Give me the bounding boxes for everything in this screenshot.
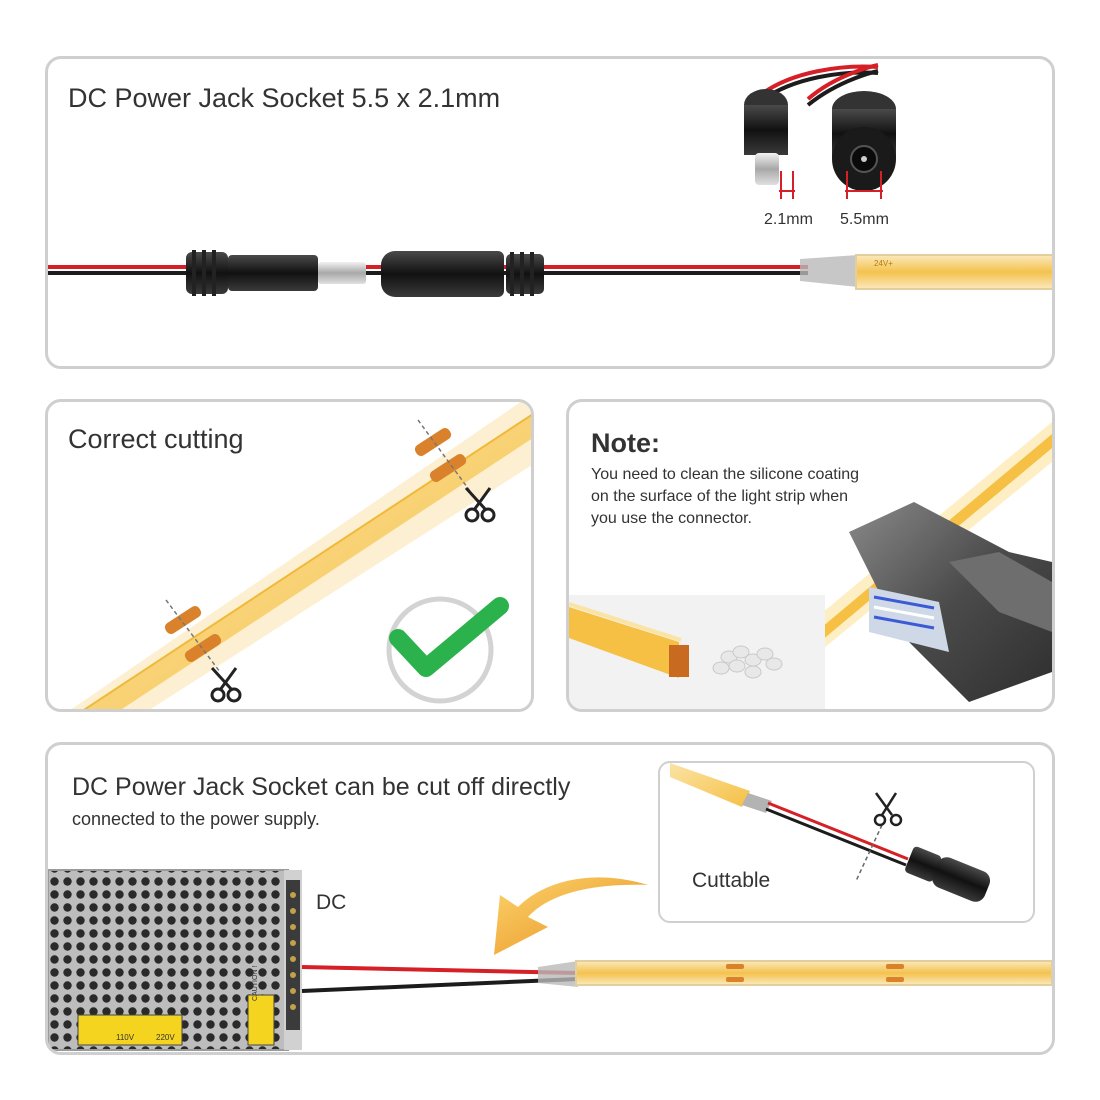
psu-caution-label: CAUTION ! [252, 965, 259, 1001]
cuttable-inset: Cuttable [658, 761, 1035, 923]
power-jack-title: DC Power Jack Socket 5.5 x 2.1mm [68, 83, 501, 113]
red-wire [301, 965, 579, 975]
cob-led-strip [576, 961, 1052, 985]
note-line-2: on the surface of the light strip when [591, 488, 849, 505]
black-wire [301, 977, 579, 993]
note-panel: Note: You need to clean the silicone coa… [566, 399, 1055, 712]
power-jack-illustration: 24V+ [48, 63, 1052, 297]
power-supply-panel: Cuttable DC Power Jack Socket can be cut… [45, 742, 1055, 1055]
outer-diameter-label: 5.5mm [840, 211, 889, 228]
connector-illustration [569, 422, 1052, 709]
correct-cutting-panel: Correct cutting [45, 399, 534, 712]
dc-jack [905, 846, 991, 902]
power-supply-illustration [48, 869, 1052, 1051]
cob-led-strip [856, 255, 1052, 289]
red-wire [767, 801, 909, 861]
cob-led-strip [670, 763, 750, 807]
scissors-icon [210, 666, 242, 703]
inner-diameter-label: 2.1mm [764, 211, 813, 228]
note-line-3: you use the connector. [591, 510, 752, 527]
male-plug [186, 250, 366, 296]
checkmark-icon [386, 596, 509, 704]
cuttable-label: Cuttable [692, 869, 771, 892]
correct-cutting-title: Correct cutting [68, 424, 244, 454]
cuttable-illustration [670, 763, 991, 902]
connector-closeup [744, 63, 896, 199]
power-supply-subtitle: connected to the power supply. [72, 809, 320, 829]
psu-voltage-high: 220V [156, 1033, 175, 1042]
arrow-icon [494, 877, 648, 955]
black-wire [765, 807, 907, 867]
power-jack-panel: 24V+ DC Power Jack Socket 5.5 x 2 [45, 56, 1055, 369]
power-supply-unit [48, 869, 302, 1051]
female-socket [381, 251, 544, 297]
note-title: Note: [591, 428, 660, 458]
psu-voltage-low: 110V [116, 1033, 135, 1042]
dc-label: DC [316, 891, 347, 914]
svg-text:24V+: 24V+ [874, 259, 893, 268]
scissors-icon [873, 792, 903, 827]
power-supply-title: DC Power Jack Socket can be cut off dire… [72, 773, 571, 801]
cob-led-strip [71, 402, 531, 709]
note-line-1: You need to clean the silicone coating [591, 466, 860, 483]
scissors-icon [464, 486, 496, 523]
correct-cutting-illustration [71, 402, 531, 709]
